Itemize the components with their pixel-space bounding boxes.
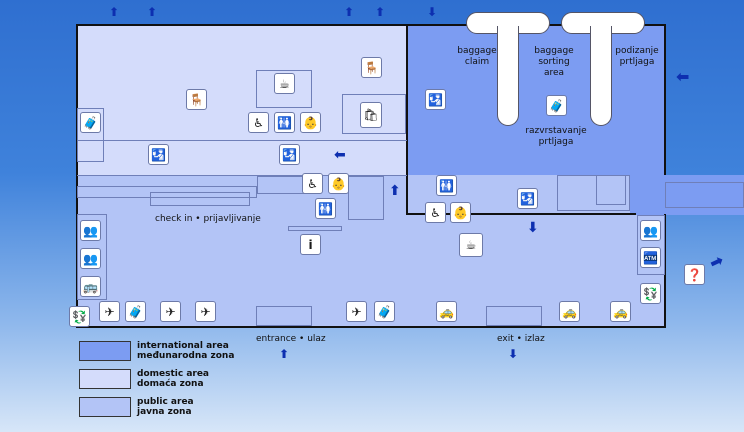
room-security (348, 176, 384, 220)
currency-exchange-icon: 💱 (69, 306, 90, 327)
gate-icon: 🛂 (279, 144, 300, 165)
legend-label-domestic: domestic area domaća zona (137, 369, 210, 389)
departures-icon: ✈ (99, 301, 120, 322)
outer-wall-right-top (664, 24, 666, 175)
arrow-up-icon: ⬆ (344, 5, 355, 19)
exit-arrow-down-icon: ⬇ (508, 347, 519, 361)
checkin-counter-icon: 👥 (80, 248, 101, 269)
domestic-room-center (256, 70, 312, 108)
domestic-corridor (77, 140, 407, 175)
currency-exchange-icon: 💱 (640, 283, 661, 304)
checkin-counter-icon: 👥 (80, 220, 101, 241)
wheelchair-icon: ♿ (425, 202, 446, 223)
outer-wall-left (76, 24, 78, 328)
corridor-line-2 (77, 175, 407, 176)
external-walkway (665, 182, 744, 208)
baggage-drop-icon: 🧳 (374, 301, 395, 322)
restroom-icon: 🚻 (436, 175, 457, 196)
arrow-left-icon: ⬅ (676, 67, 690, 86)
label-entrance: entrance • ulaz (256, 334, 326, 344)
domestic-room-right (342, 94, 406, 134)
departures-icon: ✈ (346, 301, 367, 322)
baggage-belt-right-stem (590, 26, 612, 126)
baggage-icon: 🧳 (546, 95, 567, 116)
taxi-icon: 🚕 (559, 301, 580, 322)
outer-wall-top (76, 24, 666, 26)
label-checkin: check in • prijavljivanje (155, 214, 261, 224)
baggage-belt-left-stem (497, 26, 519, 126)
exit-door (486, 306, 542, 326)
external-walkway-edge (665, 182, 744, 208)
label-baggage-sorting: baggage sorting area (534, 46, 574, 78)
info-desk-icon: ❓ (684, 264, 705, 285)
car-rental-icon: 🚌 (80, 276, 101, 297)
waiting-area-icon: 🪑 (361, 57, 382, 78)
cafe-icon: ☕ (459, 233, 483, 257)
label-razvrstavanje: razvrstavanje prtljaga (525, 126, 587, 147)
arrivals-icon: ✈ (160, 301, 181, 322)
arrow-up-icon: ⬆ (375, 5, 386, 19)
taxi-icon: 🚕 (436, 301, 457, 322)
arrow-right-icon: ➡ (706, 250, 727, 273)
intl-divider (406, 24, 408, 214)
gate-icon: 🛂 (425, 89, 446, 110)
corridor-line-1 (77, 140, 407, 141)
arrow-up-icon: ⬆ (389, 183, 401, 199)
room-gate-a (557, 175, 630, 211)
luggage-icon: 🧳 (80, 112, 101, 133)
outer-wall-bottom (76, 326, 666, 328)
legend-swatch-international (79, 341, 131, 361)
wheelchair-icon: ♿ (248, 112, 269, 133)
legend-swatch-domestic (79, 369, 131, 389)
baby-care-icon: 👶 (300, 112, 321, 133)
entrance-door (256, 306, 312, 326)
duty-free-icon: 🛍 (360, 102, 382, 128)
label-baggage-claim: baggage claim (457, 46, 497, 67)
gate-icon: 🛂 (148, 144, 169, 165)
checkin-counter-row (77, 186, 257, 198)
departures-icon: ✈ (195, 301, 216, 322)
waiting-area-icon: 🪑 (186, 89, 207, 110)
info-desk (288, 226, 342, 231)
arrow-up-icon: ⬆ (147, 5, 158, 19)
outer-wall-right-bottom (664, 214, 666, 328)
entrance-arrow-up-icon: ⬆ (279, 347, 290, 361)
domestic-room-left (77, 108, 104, 162)
atm-icon: 🏧 (640, 247, 661, 268)
checkin-counter-icon: 👥 (640, 220, 661, 241)
info-icon: i (300, 234, 321, 255)
legend-label-international: international area međunarodna zona (137, 341, 235, 361)
taxi-icon: 🚕 (610, 301, 631, 322)
arrow-down-icon: ⬇ (527, 220, 539, 236)
legend-swatch-public (79, 397, 131, 417)
legend-label-public: public area javna zona (137, 397, 194, 417)
arrow-left-icon: ⬅ (334, 147, 346, 163)
intl-bottom-wall (406, 213, 636, 215)
restroom-icon: 🚻 (315, 198, 336, 219)
gate-icon: 🛂 (517, 188, 538, 209)
label-podizanje: podizanje prtljaga (615, 46, 659, 67)
baggage-drop-icon: 🧳 (125, 301, 146, 322)
arrow-down-icon: ⬇ (427, 5, 438, 19)
room-gate-b (596, 175, 626, 205)
wheelchair-icon: ♿ (302, 173, 323, 194)
cafe-icon: ☕ (274, 73, 295, 94)
baby-care-icon: 👶 (328, 173, 349, 194)
label-exit: exit • izlaz (497, 334, 545, 344)
arrow-up-icon: ⬆ (109, 5, 120, 19)
right-service-column (637, 215, 665, 275)
checkin-desks (150, 192, 250, 206)
left-service-column (77, 214, 107, 300)
room-center-block (257, 176, 305, 194)
restroom-icon: 🚻 (274, 112, 295, 133)
baby-care-icon: 👶 (450, 202, 471, 223)
